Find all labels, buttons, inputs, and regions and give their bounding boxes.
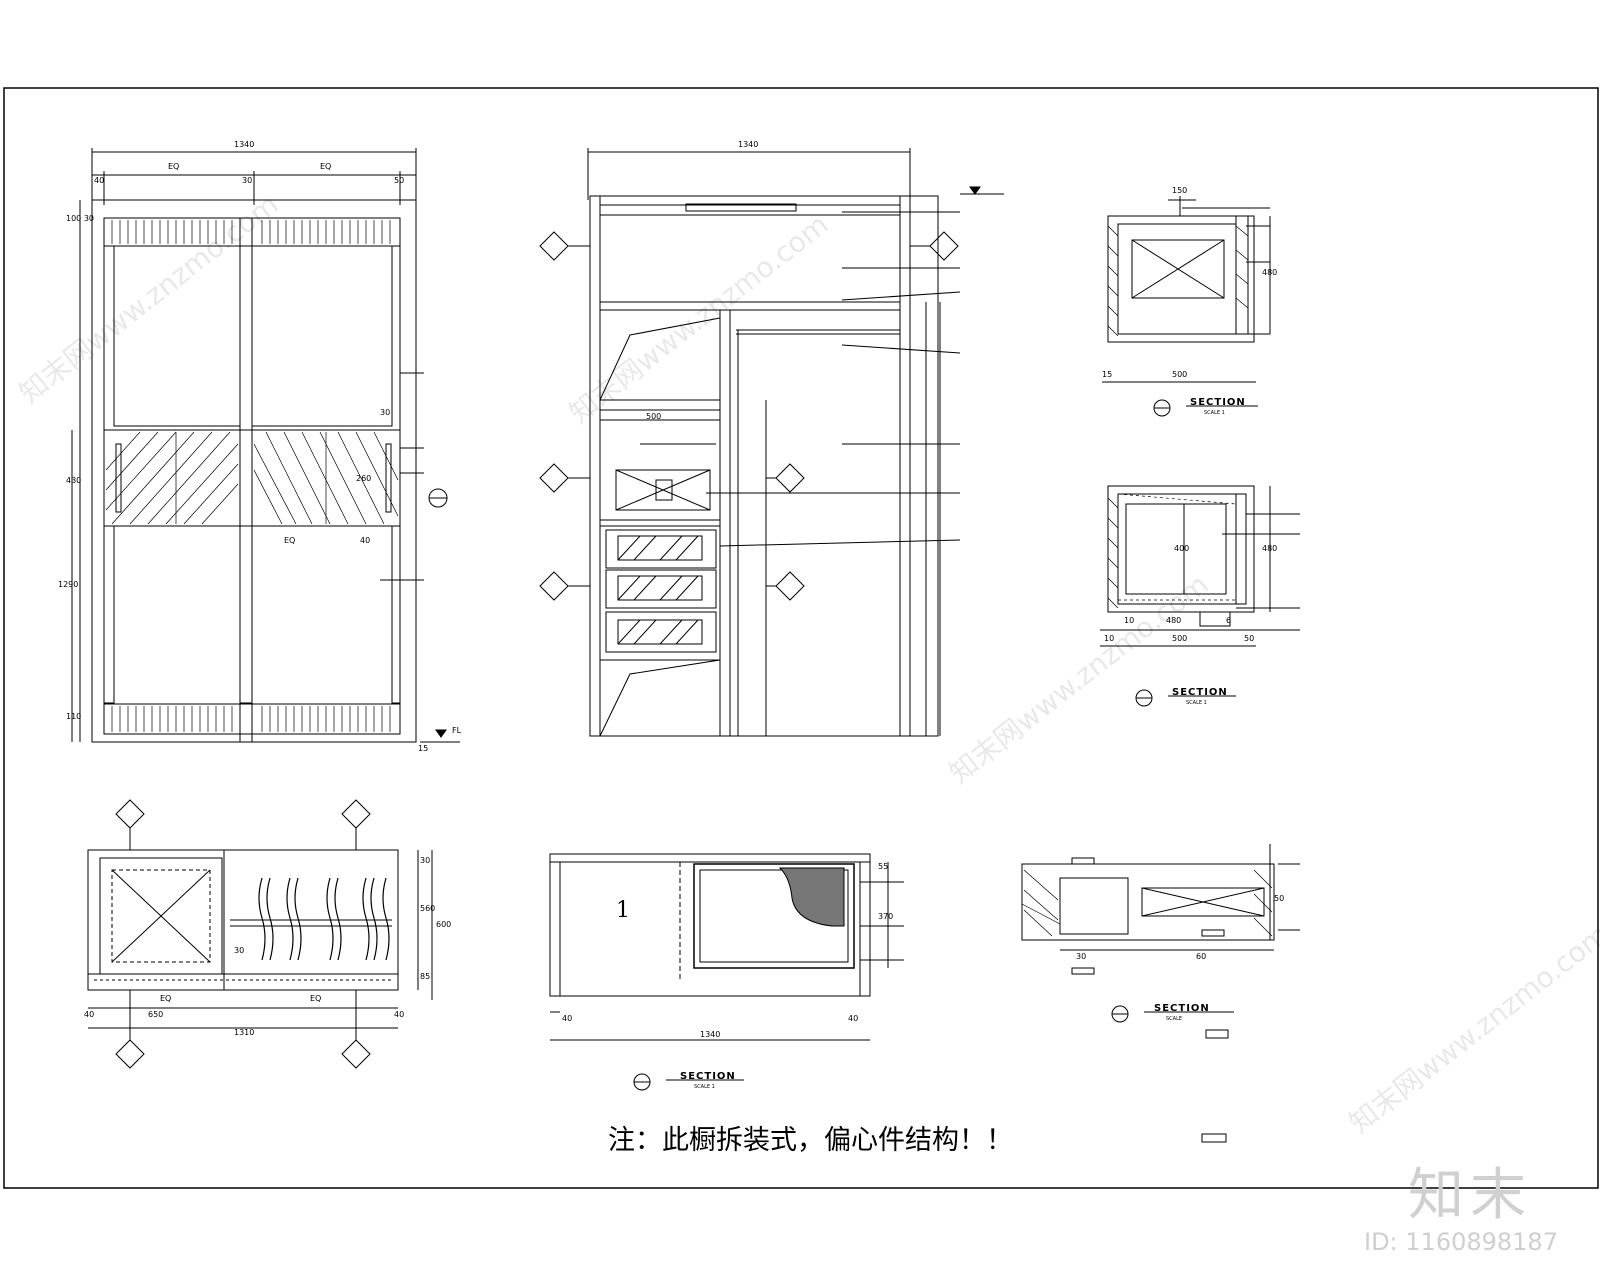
section-title-upper-right: SECTION: [1190, 397, 1246, 408]
mr-width-500: 500: [1172, 634, 1188, 643]
image-id: ID: 1160898187: [1364, 1228, 1558, 1256]
section-bottom-center: [549, 853, 904, 1091]
mr-left-10b: 10: [1104, 634, 1115, 643]
hatch-bottom-band: [111, 706, 391, 732]
section-bottom-right: [1021, 844, 1300, 1039]
construction-note: 注：此橱拆装式，偏心件结构！！: [608, 1125, 1013, 1156]
hatch-top-band: [111, 220, 391, 244]
plan-right-edge: 40: [394, 1010, 405, 1019]
dim-handle-gap: 30: [380, 408, 391, 417]
hatch-middle-band: [105, 431, 399, 525]
hangers: [258, 877, 390, 961]
legend-box: [1201, 1133, 1227, 1143]
plan-left: [87, 799, 433, 1069]
hatch-section-bottom-right: [1023, 869, 1273, 937]
plan-eq-left: EQ: [160, 994, 172, 1003]
section-title-bottom-center: SECTION: [680, 1071, 736, 1082]
section-right-dim: 40: [848, 1014, 859, 1023]
dim-left-offset: 40: [94, 176, 105, 185]
section-total: 1340: [700, 1030, 721, 1039]
plan-rail: 30: [234, 946, 245, 955]
scale-bottom-center: SCALE 1: [694, 1084, 715, 1090]
center-shelf-width: 500: [646, 412, 662, 421]
dim-handle-height: 260: [356, 474, 372, 483]
mr-height-480: 480: [1262, 544, 1278, 553]
hatch-section-middle-right: [1107, 493, 1237, 609]
plan-front: 85: [420, 972, 431, 981]
section-number: 1: [616, 898, 630, 923]
ur-height: 480: [1262, 268, 1278, 277]
plan-left-edge: 40: [84, 1010, 95, 1019]
dim-top-band: 100 30: [66, 214, 94, 223]
scale-upper-right: SCALE 1: [1204, 410, 1225, 416]
ur-side: 15: [1102, 370, 1113, 379]
floor-label: FL: [452, 726, 462, 735]
mr-right-50: 50: [1244, 634, 1255, 643]
section-title-middle-right: SECTION: [1172, 687, 1228, 698]
brand-logo-text: 知末: [1408, 1163, 1532, 1228]
center-overall-width: 1340: [738, 140, 759, 149]
mr-mid-480: 480: [1166, 616, 1182, 625]
dim-center-gap: 30: [242, 176, 253, 185]
dim-lower-40: 40: [360, 536, 371, 545]
dim-lower-eq: EQ: [284, 536, 296, 545]
scale-bottom-right: SCALE: [1166, 1016, 1183, 1022]
br-right-60: 60: [1196, 952, 1207, 961]
ur-top-dim: 150: [1172, 186, 1188, 195]
br-left-30: 30: [1076, 952, 1087, 961]
dim-overall-width: 1340: [234, 140, 255, 149]
dim-eq-right: EQ: [320, 162, 332, 171]
plan-eq-right: EQ: [310, 994, 322, 1003]
plan-depth-inner: 560: [420, 904, 436, 913]
section-middle-right: [1100, 485, 1300, 707]
section-title-bottom-right: SECTION: [1154, 1003, 1210, 1014]
dim-total-height: 1290: [58, 580, 79, 589]
mr-left-10: 10: [1124, 616, 1135, 625]
section-left-dim: 40: [562, 1014, 573, 1023]
dim-eq-left: EQ: [168, 162, 180, 171]
ur-width: 500: [1172, 370, 1188, 379]
dim-right-offset: 50: [394, 176, 405, 185]
hatch-section-upper-right: [1107, 225, 1249, 337]
plan-back: 30: [420, 856, 431, 865]
mr-gap-6: 6: [1226, 616, 1232, 625]
dim-floor-offset: 15: [418, 744, 429, 753]
br-height-50: 50: [1274, 894, 1285, 903]
sheet-border: [3, 87, 1599, 1189]
section-upper-right: [1102, 196, 1271, 417]
mr-inner-400: 400: [1174, 544, 1190, 553]
elevation-left: [71, 148, 460, 743]
dim-bottom-band: 110: [66, 712, 82, 721]
scale-middle-right: SCALE 1: [1186, 700, 1207, 706]
elevation-center: [539, 148, 1004, 737]
section-depth-55: 55: [878, 862, 889, 871]
section-depth-370: 370: [878, 912, 894, 921]
plan-depth-total: 600: [436, 920, 452, 929]
dim-middle-band: 430: [66, 476, 82, 485]
plan-650: 650: [148, 1010, 164, 1019]
plan-total: 1310: [234, 1028, 255, 1037]
